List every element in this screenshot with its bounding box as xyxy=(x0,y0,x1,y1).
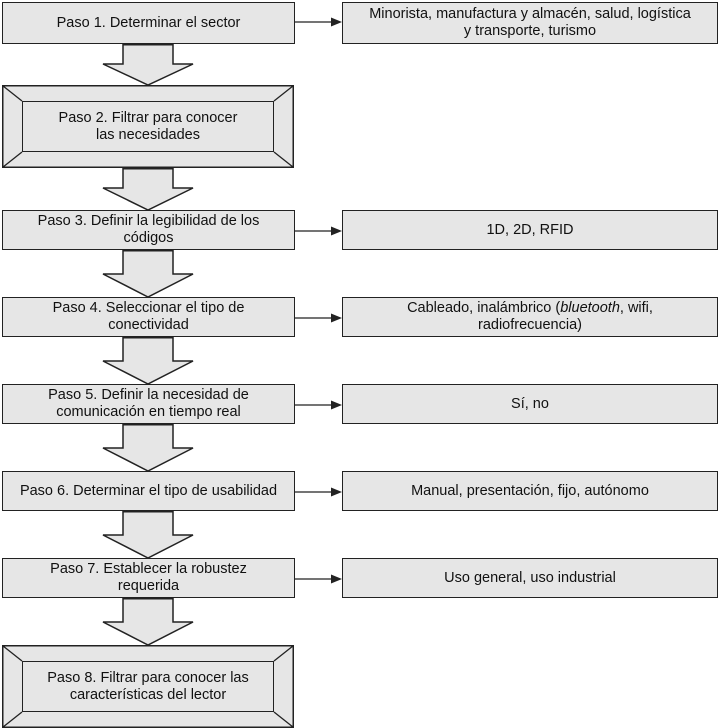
step-5-options-box: Sí, no xyxy=(342,384,718,424)
step-2-inner: Paso 2. Filtrar para conocer las necesid… xyxy=(22,101,274,152)
step-2-line2: las necesidades xyxy=(95,126,200,143)
step-2-box: Paso 2. Filtrar para conocer las necesid… xyxy=(2,85,294,168)
link-arrow-step-6 xyxy=(295,487,342,497)
step-3-box: Paso 3. Definir la legibilidad de los có… xyxy=(2,210,295,250)
step-1-box: Paso 1. Determinar el sector xyxy=(2,2,295,44)
down-arrow-1-2 xyxy=(102,44,194,86)
down-arrow-3-4 xyxy=(102,250,194,298)
step-1-options-box: Minorista, manufactura y almacén, salud,… xyxy=(342,2,718,44)
step-8-inner: Paso 8. Filtrar para conocer las caracte… xyxy=(22,661,274,712)
step-7-line2: requerida xyxy=(117,578,180,594)
step-1-options-line1: Minorista, manufactura y almacén, salud,… xyxy=(369,6,691,22)
step-1-label: Paso 1. Determinar el sector xyxy=(56,14,241,31)
down-arrow-2-3 xyxy=(102,168,194,211)
link-arrow-step-7 xyxy=(295,574,342,584)
step-7-line1: Paso 7. Establecer la robustez xyxy=(50,561,247,577)
down-arrow-5-6 xyxy=(102,424,194,472)
step-5-box: Paso 5. Definir la necesidad de comunica… xyxy=(2,384,295,424)
step-6-options-box: Manual, presentación, fijo, autónomo xyxy=(342,471,718,511)
step-4-options-line1: Cableado, inalámbrico (bluetooth, wifi, xyxy=(407,300,653,316)
step-5-line2: comunicación en tiempo real xyxy=(56,404,241,420)
step-3-options: 1D, 2D, RFID xyxy=(486,221,574,238)
link-arrow-step-1 xyxy=(295,17,342,27)
link-arrow-step-4 xyxy=(295,313,342,323)
step-4-box: Paso 4. Seleccionar el tipo de conectivi… xyxy=(2,297,295,337)
step-6-box: Paso 6. Determinar el tipo de usabilidad xyxy=(2,471,295,511)
step-3-line2: códigos xyxy=(123,230,174,246)
step-8-line2: características del lector xyxy=(69,686,227,703)
step-4-line1: Paso 4. Seleccionar el tipo de xyxy=(52,300,245,316)
step-5-line1: Paso 5. Definir la necesidad de xyxy=(48,387,249,403)
step-1-options-line2: y transporte, turismo xyxy=(463,23,597,39)
link-arrow-step-3 xyxy=(295,226,342,236)
step-7-options-box: Uso general, uso industrial xyxy=(342,558,718,598)
step-7-box: Paso 7. Establecer la robustez requerida xyxy=(2,558,295,598)
bluetooth-term: bluetooth xyxy=(560,300,620,316)
step-2-line1: Paso 2. Filtrar para conocer xyxy=(58,109,238,126)
step-4-options-line2: radiofrecuencia) xyxy=(478,317,582,333)
step-3-line1: Paso 3. Definir la legibilidad de los xyxy=(37,213,260,229)
step-8-line1: Paso 8. Filtrar para conocer las xyxy=(47,669,249,686)
step-6-options: Manual, presentación, fijo, autónomo xyxy=(411,482,649,499)
down-arrow-6-7 xyxy=(102,511,194,559)
step-5-options: Sí, no xyxy=(511,395,549,412)
step-7-options: Uso general, uso industrial xyxy=(444,569,616,586)
step-6-label: Paso 6. Determinar el tipo de usabilidad xyxy=(19,482,278,499)
down-arrow-4-5 xyxy=(102,337,194,385)
step-4-line2: conectividad xyxy=(108,317,189,333)
step-3-options-box: 1D, 2D, RFID xyxy=(342,210,718,250)
step-4-options-box: Cableado, inalámbrico (bluetooth, wifi, … xyxy=(342,297,718,337)
link-arrow-step-5 xyxy=(295,400,342,410)
down-arrow-7-8 xyxy=(102,598,194,646)
step-8-box: Paso 8. Filtrar para conocer las caracte… xyxy=(2,645,294,728)
